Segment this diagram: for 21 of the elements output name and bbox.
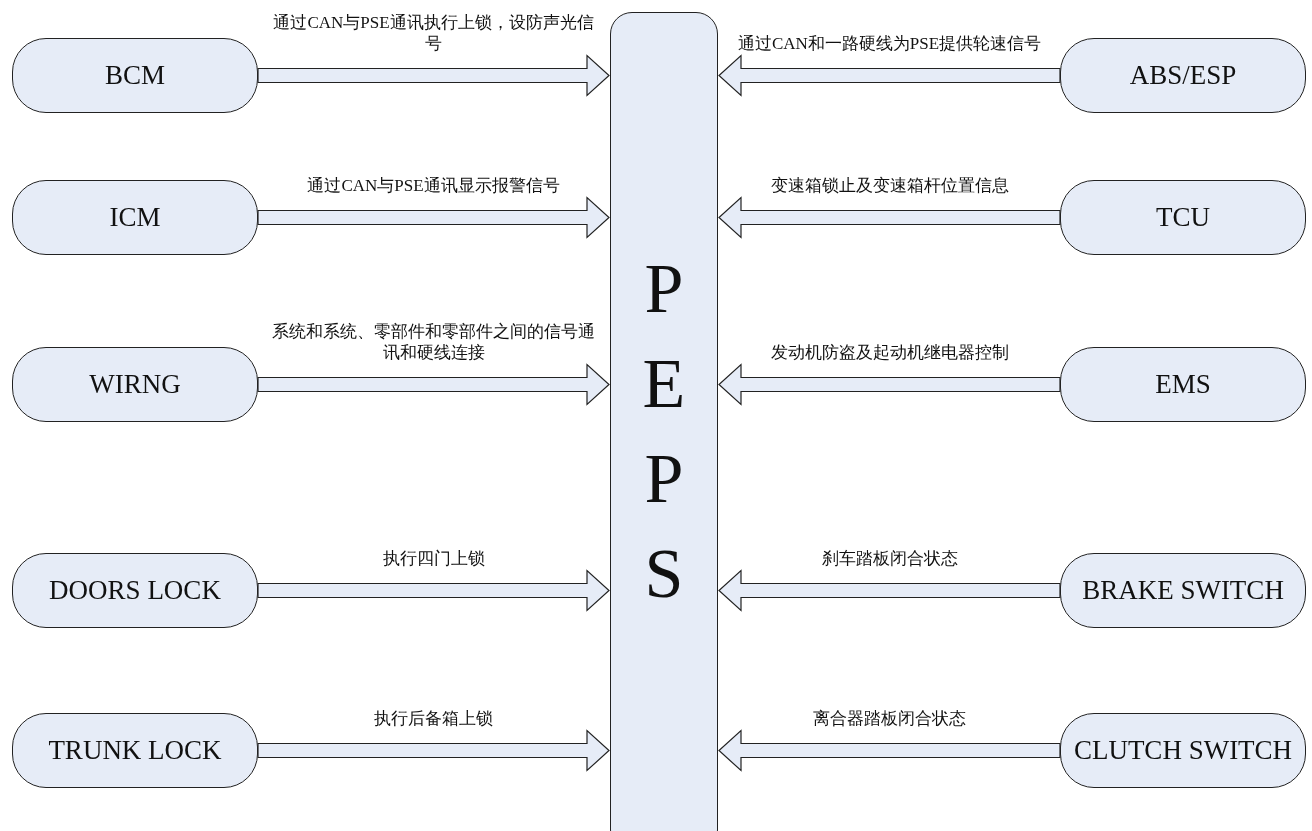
module-box: WIRNG [12,347,258,422]
module-box: DOORS LOCK [12,553,258,628]
module-box: TCU [1060,180,1306,255]
block-arrow [718,54,1061,97]
module-box: BCM [12,38,258,113]
module-box: EMS [1060,347,1306,422]
block-arrow [257,569,610,612]
module-box: BRAKE SWITCH [1060,553,1306,628]
controller-box: PEPS [610,12,718,831]
module-box: ICM [12,180,258,255]
module-box: CLUTCH SWITCH [1060,713,1306,788]
block-arrow [257,54,610,97]
block-arrow [257,363,610,406]
block-arrow [718,363,1061,406]
block-arrow [718,569,1061,612]
block-arrow [718,196,1061,239]
block-arrow [257,729,610,772]
block-arrow [257,196,610,239]
block-arrow [718,729,1061,772]
module-box: TRUNK LOCK [12,713,258,788]
module-box: ABS/ESP [1060,38,1306,113]
